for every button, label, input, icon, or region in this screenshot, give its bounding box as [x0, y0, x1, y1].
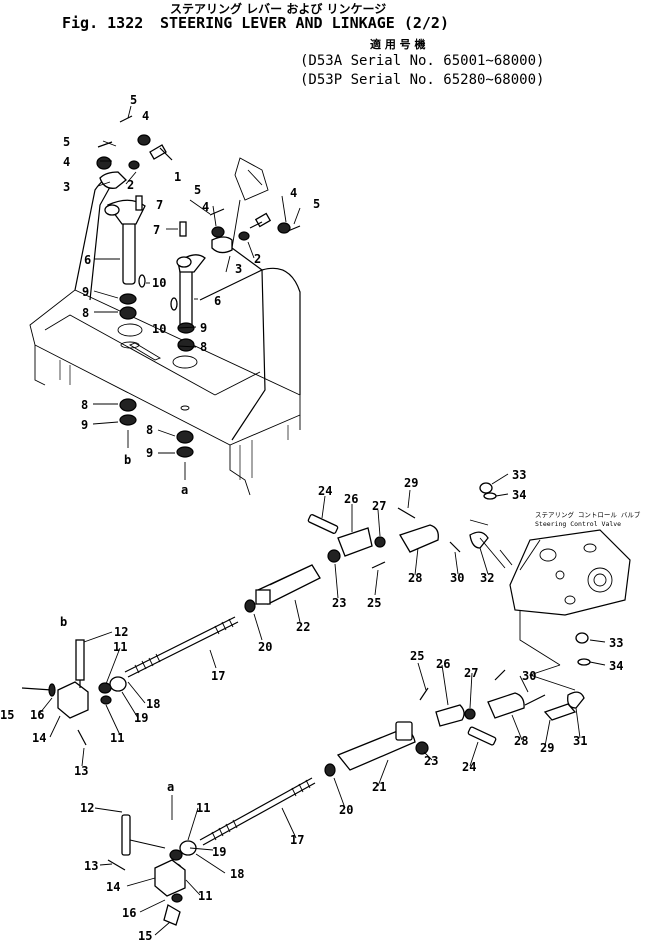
callout-7: 7 — [156, 198, 163, 212]
callout-16: 16 — [122, 906, 136, 920]
callout-17: 17 — [290, 833, 304, 847]
callout-19: 19 — [212, 845, 226, 859]
callout-27: 27 — [464, 666, 478, 680]
callout-9: 9 — [82, 285, 89, 299]
callout-32: 32 — [480, 571, 494, 585]
callout-5: 5 — [313, 197, 320, 211]
callout-19: 19 — [134, 711, 148, 725]
callout-11: 11 — [113, 640, 127, 654]
callout-10: 10 — [152, 276, 166, 290]
ref-b-lower: b — [60, 615, 67, 629]
callout-21: 21 — [372, 780, 386, 794]
callout-30: 30 — [450, 571, 464, 585]
callout-12: 12 — [114, 625, 128, 639]
callout-8: 8 — [146, 423, 153, 437]
callout-24: 24 — [462, 760, 476, 774]
callout-26: 26 — [436, 657, 450, 671]
callout-15: 15 — [0, 708, 14, 722]
callout-3: 3 — [63, 180, 70, 194]
callout-16: 16 — [30, 708, 44, 722]
callout-leaders — [39, 105, 606, 936]
title-japanese: ステアリング レバー および リンケージ — [170, 2, 387, 16]
lower-lever-bracket-lower — [107, 795, 186, 926]
callout-6: 6 — [214, 294, 221, 308]
callout-22: 22 — [296, 620, 310, 634]
callout-20: 20 — [258, 640, 272, 654]
leader-connection-lines — [469, 519, 576, 691]
callout-2: 2 — [254, 252, 261, 266]
figure-number: Fig. 1322 — [62, 14, 144, 32]
callout-9: 9 — [81, 418, 88, 432]
callout-14: 14 — [106, 880, 120, 894]
callout-30: 30 — [522, 669, 536, 683]
callout-12: 12 — [80, 801, 94, 815]
callout-18: 18 — [230, 867, 244, 881]
applicable-serials-label: 適 用 号 機 — [370, 38, 426, 51]
callout-3: 3 — [235, 262, 242, 276]
callout-11: 11 — [198, 889, 212, 903]
lower-valve-linkage — [419, 632, 591, 746]
callout-23: 23 — [424, 754, 438, 768]
callout-26: 26 — [344, 492, 358, 506]
upper-fasteners — [96, 115, 301, 311]
ref-a-upper: a — [181, 483, 188, 497]
callout-13: 13 — [74, 764, 88, 778]
callout-4: 4 — [63, 155, 70, 169]
valve-label-english: Steering Control Valve — [535, 520, 621, 528]
callout-23: 23 — [332, 596, 346, 610]
valve-label-japanese: ステアリング コントロール バルブ — [535, 510, 641, 519]
ref-a-lower: a — [167, 780, 174, 794]
callout-34: 34 — [609, 659, 623, 673]
callout-29: 29 — [540, 741, 554, 755]
steering-lever-left — [104, 199, 146, 285]
serial-range-d53a: (D53A Serial No. 65001~68000) — [300, 53, 545, 69]
callout-9: 9 — [200, 321, 207, 335]
callout-18: 18 — [146, 697, 160, 711]
callout-25: 25 — [367, 596, 381, 610]
callout-20: 20 — [339, 803, 353, 817]
callout-4: 4 — [290, 186, 297, 200]
callout-15: 15 — [138, 929, 152, 942]
callout-8: 8 — [82, 306, 89, 320]
callout-31: 31 — [573, 734, 587, 748]
callout-7: 7 — [153, 223, 160, 237]
callout-2: 2 — [127, 178, 134, 192]
callout-28: 28 — [408, 571, 422, 585]
callout-10: 10 — [152, 322, 166, 336]
callout-labels: 5 4 5 4 1 2 3 7 5 4 4 5 7 6 2 3 10 9 6 8… — [0, 93, 641, 942]
callout-1: 1 — [174, 170, 181, 184]
upper-valve-linkage — [307, 482, 497, 569]
callout-5: 5 — [130, 93, 137, 107]
callout-9: 9 — [146, 446, 153, 460]
callout-34: 34 — [512, 488, 526, 502]
callout-14: 14 — [32, 731, 46, 745]
callout-5: 5 — [194, 183, 201, 197]
steering-lever-right — [176, 254, 206, 331]
callout-4: 4 — [142, 109, 149, 123]
callout-17: 17 — [211, 669, 225, 683]
callout-28: 28 — [514, 734, 528, 748]
figure-title: STEERING LEVER AND LINKAGE (2/2) — [160, 14, 449, 32]
callout-24: 24 — [318, 484, 332, 498]
callout-6: 6 — [84, 253, 91, 267]
callout-8: 8 — [81, 398, 88, 412]
upper-rod-linkage — [98, 564, 321, 705]
callout-5: 5 — [63, 135, 70, 149]
serial-range-d53p: (D53P Serial No. 65280~68000) — [300, 72, 545, 88]
callout-11: 11 — [110, 731, 124, 745]
steering-control-valve — [479, 529, 631, 616]
lower-rod-linkage — [169, 721, 429, 873]
callout-29: 29 — [404, 476, 418, 490]
callout-33: 33 — [512, 468, 526, 482]
callout-4: 4 — [202, 200, 209, 214]
callout-27: 27 — [372, 499, 386, 513]
callout-8: 8 — [200, 340, 207, 354]
callout-33: 33 — [609, 636, 623, 650]
callout-13: 13 — [84, 859, 98, 873]
lower-lever-bracket-upper — [21, 639, 89, 746]
callout-11: 11 — [196, 801, 210, 815]
callout-25: 25 — [410, 649, 424, 663]
ref-b-upper: b — [124, 453, 131, 467]
